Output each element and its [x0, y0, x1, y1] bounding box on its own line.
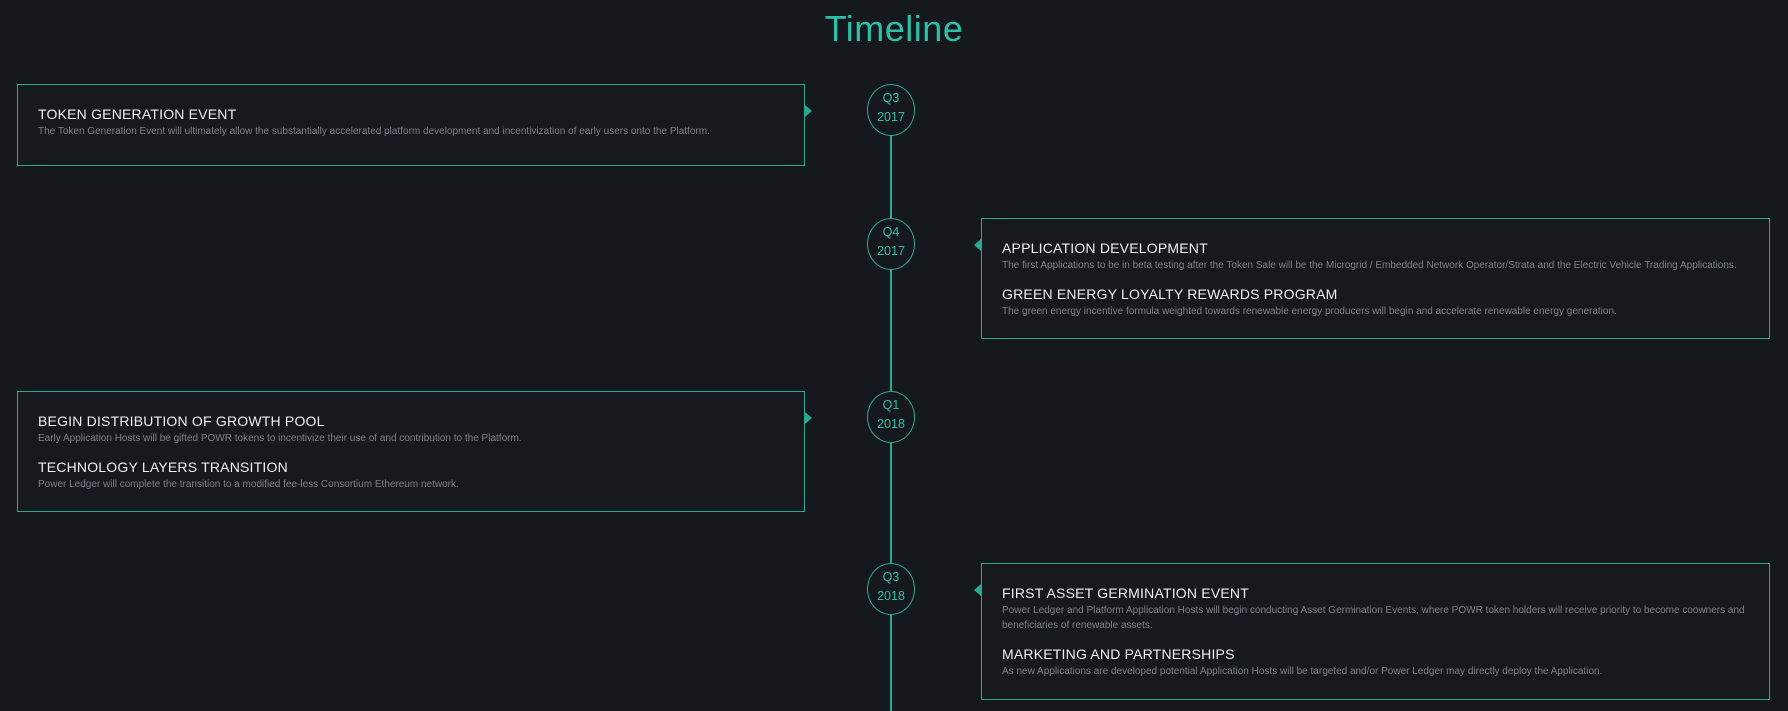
- milestone-node: Q3 2017: [867, 84, 915, 136]
- milestone-card: FIRST ASSET GERMINATION EVENT Power Ledg…: [974, 563, 1770, 700]
- milestone-year: 2017: [877, 110, 905, 124]
- milestone-item: TECHNOLOGY LAYERS TRANSITION Power Ledge…: [38, 458, 784, 492]
- milestone-card: TOKEN GENERATION EVENT The Token Generat…: [17, 84, 812, 166]
- milestone-year: 2018: [877, 589, 905, 603]
- milestone-node: Q4 2017: [867, 218, 915, 270]
- milestone-item: GREEN ENERGY LOYALTY REWARDS PROGRAM The…: [1002, 285, 1749, 319]
- milestone-quarter: Q4: [882, 225, 900, 239]
- milestone-item: TOKEN GENERATION EVENT The Token Generat…: [38, 105, 784, 139]
- page-title: Timeline: [824, 8, 964, 49]
- milestone-item-title: APPLICATION DEVELOPMENT: [1002, 240, 1208, 256]
- milestone-quarter: Q1: [882, 398, 900, 412]
- milestone-quarter: Q3: [882, 570, 900, 584]
- milestone-card: BEGIN DISTRIBUTION OF GROWTH POOL Early …: [17, 391, 812, 512]
- milestone-item-description: The green energy incentive formula weigh…: [1002, 306, 1617, 317]
- milestone-item-description: The first Applications to be in beta tes…: [1002, 260, 1737, 271]
- milestone-item-title: TOKEN GENERATION EVENT: [38, 106, 237, 122]
- milestone-item: MARKETING AND PARTNERSHIPS As new Applic…: [1002, 645, 1749, 679]
- milestone-item-title: MARKETING AND PARTNERSHIPS: [1002, 646, 1235, 662]
- milestone-item-description: Power Ledger will complete the transitio…: [38, 479, 459, 490]
- milestone-card: APPLICATION DEVELOPMENT The first Applic…: [974, 218, 1770, 339]
- milestone-item-title: FIRST ASSET GERMINATION EVENT: [1002, 585, 1249, 601]
- milestone-item-description: As new Applications are developed potent…: [1002, 666, 1603, 677]
- milestone-item: APPLICATION DEVELOPMENT The first Applic…: [1002, 239, 1749, 273]
- milestone-item-description: Early Application Hosts will be gifted P…: [38, 433, 522, 444]
- milestone-node: Q1 2018: [867, 391, 915, 443]
- milestone-item-description: Power Ledger and Platform Application Ho…: [1002, 605, 1745, 631]
- milestone-item-title: BEGIN DISTRIBUTION OF GROWTH POOL: [38, 413, 325, 429]
- milestone-quarter: Q3: [882, 91, 900, 105]
- milestone-year: 2018: [877, 417, 905, 431]
- milestone-year: 2017: [877, 244, 905, 258]
- milestone-item: FIRST ASSET GERMINATION EVENT Power Ledg…: [1002, 584, 1749, 633]
- milestone-item-title: GREEN ENERGY LOYALTY REWARDS PROGRAM: [1002, 286, 1338, 302]
- milestone-item-description: The Token Generation Event will ultimate…: [38, 126, 710, 137]
- milestone-item: BEGIN DISTRIBUTION OF GROWTH POOL Early …: [38, 412, 784, 446]
- milestone-node: Q3 2018: [867, 563, 915, 615]
- milestone-item-title: TECHNOLOGY LAYERS TRANSITION: [38, 459, 288, 475]
